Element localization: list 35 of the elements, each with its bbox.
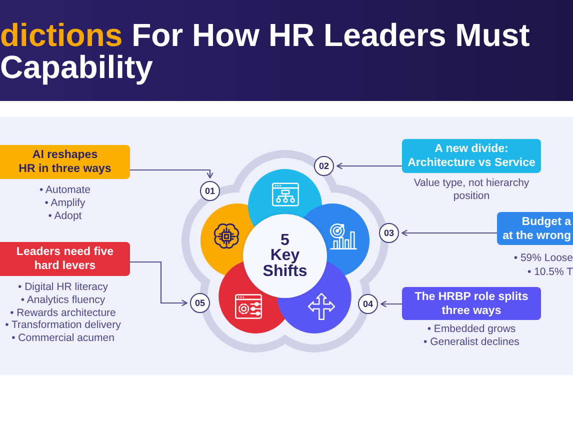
bullet-item: • Amplify: [44, 197, 86, 210]
callout-box: [402, 287, 541, 320]
page-title: dictions For How HR Leaders Must Capability: [0, 19, 531, 83]
description-text: Value type, not hierarchy position: [414, 177, 530, 203]
step-number: 03: [384, 228, 394, 238]
bullet-item: • Generalist declines: [424, 336, 520, 349]
callout-heading: AI reshapes HR in three ways: [18, 148, 112, 176]
callout-heading: A new divide: Architecture vs Service: [408, 142, 536, 170]
bullet-item: • Commercial acumen: [12, 332, 114, 345]
step-number: 04: [362, 299, 373, 309]
bullet-item: • Adopt: [48, 210, 82, 223]
callout-box: [0, 145, 130, 179]
connector-arrow: [130, 169, 214, 179]
callout-heading: Leaders need five hard levers: [16, 245, 114, 273]
bullet-item: • 59% Loose: [514, 251, 573, 265]
callout-box: [0, 242, 130, 276]
bullet-item: • Rewards architecture: [10, 306, 116, 320]
bullet-item: • 10.5% T: [527, 265, 573, 279]
bullet-item: • Embedded grows: [427, 323, 516, 336]
bullet-item: • Digital HR literacy: [18, 281, 108, 294]
callout-box: [402, 139, 541, 173]
connector-arrow: [130, 261, 188, 306]
step-number: 05: [194, 298, 205, 308]
bullet-item: • Analytics fluency: [20, 294, 106, 307]
step-number: 02: [318, 161, 329, 171]
callout-box: [497, 212, 573, 245]
connector-arrow: [336, 162, 402, 170]
bullet-item: • Transformation delivery: [5, 319, 121, 332]
step-number: 01: [204, 186, 215, 196]
connector-arrow: [380, 300, 402, 308]
callout-heading: The HRBP role splits three ways: [414, 290, 528, 318]
callout-heading: Budget a at the wrong: [502, 214, 571, 242]
connector-arrow: [401, 230, 497, 236]
center-label: 5 Key Shifts: [262, 232, 308, 280]
bullet-item: • Automate: [40, 184, 90, 197]
